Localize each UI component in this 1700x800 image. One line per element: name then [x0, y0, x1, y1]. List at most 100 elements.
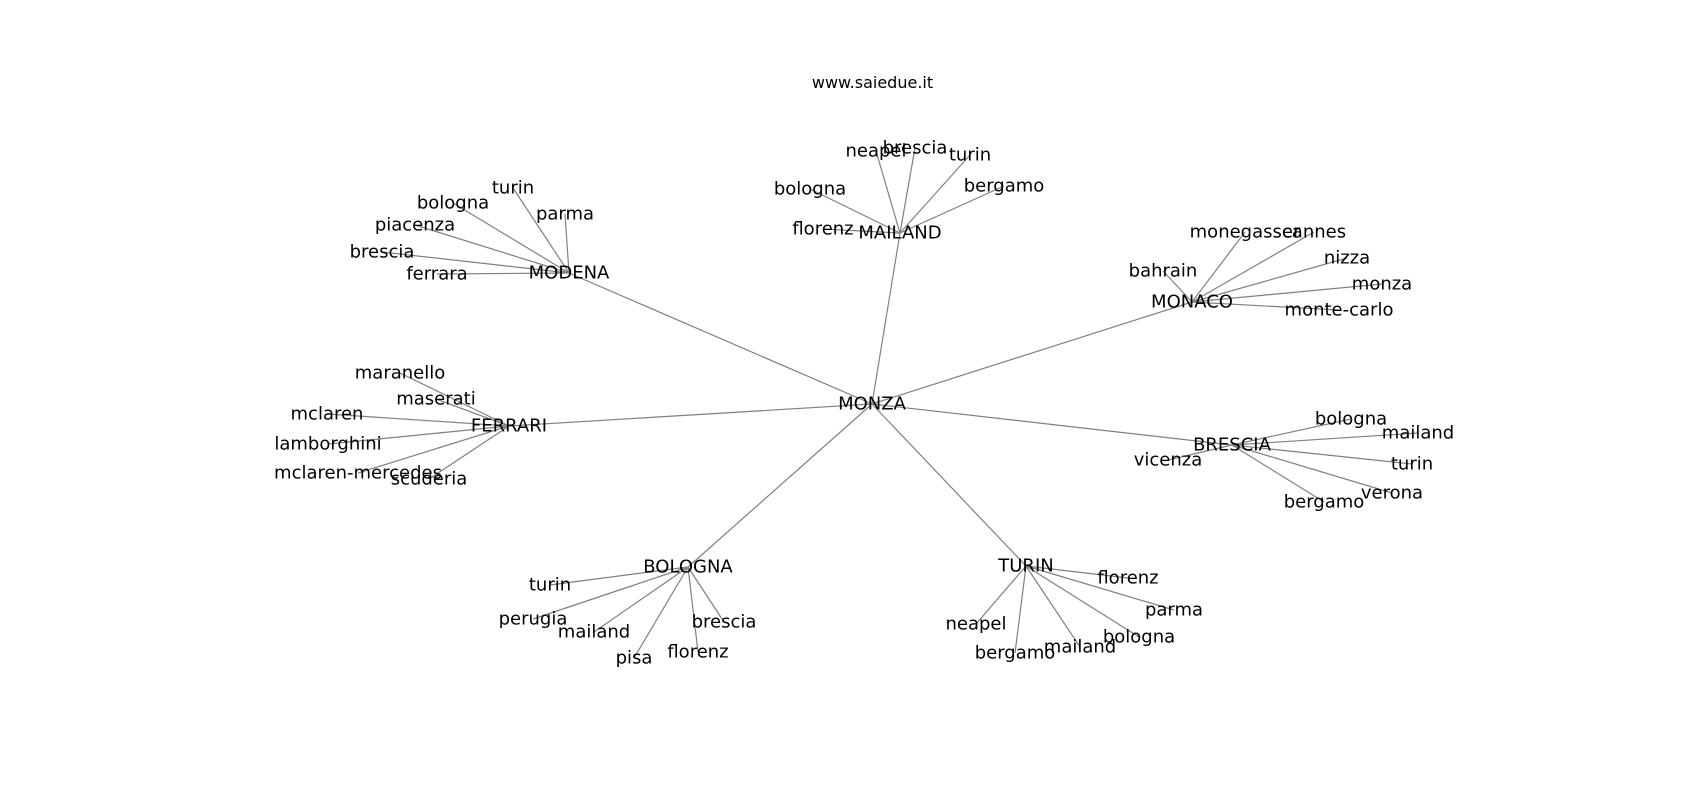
node-leaf-ferrari-scuderia: scuderia	[391, 469, 468, 490]
edge-bologna-brescia	[687, 566, 725, 623]
node-leaf-mailand-bergamo: bergamo	[964, 176, 1045, 197]
edge-ferrari-scuderia	[428, 425, 510, 480]
edge-monaco-monza	[1191, 283, 1383, 303]
edge-mailand-bergamo	[899, 185, 1005, 234]
node-leaf-ferrari-lamborghini: lamborghini	[274, 434, 381, 455]
edge-modena-parma	[564, 213, 570, 274]
edge-brescia-mailand	[1231, 432, 1419, 446]
edge-brescia-verona	[1231, 444, 1393, 494]
node-hub-ferrari: FERRARI	[471, 416, 547, 437]
edge-ferrari-mclaren	[326, 413, 510, 427]
node-leaf-ferrari-maranello: maranello	[355, 363, 446, 384]
node-leaf-monaco-cannes: cannes	[1282, 222, 1346, 243]
edge-root-ferrari	[508, 403, 873, 427]
edge-brescia-turin	[1231, 444, 1413, 465]
edge-brescia-bologna	[1231, 418, 1352, 446]
edge-monaco-cannes	[1191, 231, 1315, 303]
edge-turin-bologna	[1025, 565, 1140, 638]
node-leaf-bologna-pisa: pisa	[616, 648, 653, 669]
edge-mailand-neapel	[875, 150, 901, 234]
edge-monaco-nizza	[1191, 257, 1348, 303]
node-leaf-turin-bologna: bologna	[1103, 627, 1175, 648]
edge-turin-parma	[1025, 565, 1175, 611]
edge-mailand-bologna	[809, 188, 901, 234]
node-leaf-brescia-mailand: mailand	[1382, 423, 1454, 444]
edge-turin-florenz	[1025, 565, 1129, 579]
node-leaf-turin-neapel: neapel	[945, 614, 1006, 635]
node-leaf-brescia-verona: verona	[1361, 483, 1423, 504]
node-hub-turin: TURIN	[997, 556, 1053, 577]
node-leaf-mailand-bologna: bologna	[774, 179, 846, 200]
node-hub-modena: MODENA	[529, 263, 610, 284]
node-hub-brescia: BRESCIA	[1193, 435, 1272, 456]
edge-ferrari-maranello	[399, 372, 510, 427]
edge-root-brescia	[871, 403, 1233, 446]
edges-layer	[326, 147, 1419, 659]
edge-root-mailand	[871, 232, 901, 405]
edge-monaco-monegasser	[1191, 231, 1246, 303]
edge-root-bologna	[687, 403, 873, 568]
node-leaf-turin-mailand: mailand	[1044, 637, 1116, 658]
edge-modena-bologna	[452, 202, 570, 274]
edge-ferrari-maserati	[435, 398, 510, 427]
node-leaf-monaco-nizza: nizza	[1324, 248, 1370, 269]
node-leaf-brescia-vicenza: vicenza	[1134, 450, 1203, 471]
node-leaf-brescia-bologna: bologna	[1315, 409, 1387, 430]
edge-bologna-mailand	[593, 566, 689, 633]
edge-modena-brescia	[381, 251, 570, 274]
node-leaf-turin-bergamo: bergamo	[975, 643, 1056, 664]
edge-root-monaco	[871, 301, 1193, 405]
node-leaf-modena-parma: parma	[536, 204, 594, 225]
node-leaf-modena-turin: turin	[492, 178, 534, 199]
node-root: MONZA	[838, 394, 906, 415]
edge-monaco-monte-carlo	[1191, 301, 1340, 311]
node-leaf-bologna-perugia: perugia	[499, 609, 568, 630]
node-leaf-bologna-mailand: mailand	[558, 622, 630, 643]
node-leaf-turin-florenz: florenz	[1097, 568, 1158, 589]
node-leaf-ferrari-mclaren: mclaren	[291, 404, 364, 425]
node-leaf-monaco-bahrain: bahrain	[1129, 261, 1198, 282]
edge-bologna-perugia	[532, 566, 689, 620]
node-leaf-ferrari-mclaren-mercedes: mclaren-mercedes	[274, 463, 442, 484]
node-leaf-mailand-brescia: brescia	[883, 138, 948, 159]
node-hub-mailand: MAILAND	[858, 223, 941, 244]
edge-modena-piacenza	[414, 224, 570, 274]
edge-ferrari-mclaren-mercedes	[357, 425, 510, 474]
diagram-title: www.saiedue.it	[811, 73, 934, 92]
edge-brescia-bergamo	[1231, 444, 1325, 503]
node-leaf-bologna-brescia: brescia	[692, 612, 757, 633]
node-leaf-brescia-bergamo: bergamo	[1284, 492, 1365, 513]
edge-ferrari-lamborghini	[327, 425, 510, 445]
edge-root-modena	[568, 272, 873, 405]
node-leaf-bologna-turin: turin	[529, 575, 571, 596]
node-leaf-mailand-florenz: florenz	[792, 219, 853, 240]
edge-mailand-turin	[899, 154, 971, 234]
edge-turin-bergamo	[1014, 565, 1027, 654]
edge-bologna-turin	[549, 566, 689, 586]
edge-turin-mailand	[1025, 565, 1081, 648]
edge-monaco-bahrain	[1162, 270, 1193, 303]
edge-mailand-brescia	[899, 147, 916, 234]
node-leaf-monaco-monza: monza	[1352, 274, 1412, 295]
node-leaf-bologna-florenz: florenz	[667, 642, 728, 663]
edge-modena-turin	[512, 187, 570, 274]
node-leaf-modena-brescia: brescia	[350, 242, 415, 263]
edge-bologna-florenz	[687, 566, 699, 653]
edge-brescia-vicenza	[1167, 444, 1233, 461]
node-leaf-turin-parma: parma	[1145, 600, 1203, 621]
edge-turin-neapel	[975, 565, 1027, 625]
node-leaf-ferrari-maserati: maserati	[396, 389, 476, 410]
node-leaf-modena-ferrara: ferrara	[406, 264, 467, 285]
node-leaf-modena-bologna: bologna	[417, 193, 489, 214]
node-leaf-modena-piacenza: piacenza	[375, 215, 455, 236]
node-leaf-mailand-neapel: neapel	[845, 141, 906, 162]
edge-mailand-florenz	[822, 228, 901, 234]
node-hub-monaco: MONACO	[1151, 292, 1233, 313]
node-leaf-mailand-turin: turin	[949, 145, 991, 166]
node-leaf-brescia-turin: turin	[1391, 454, 1433, 475]
node-hub-bologna: BOLOGNA	[643, 557, 733, 578]
edge-modena-ferrara	[436, 272, 570, 275]
node-leaf-monaco-monte-carlo: monte-carlo	[1285, 300, 1394, 321]
